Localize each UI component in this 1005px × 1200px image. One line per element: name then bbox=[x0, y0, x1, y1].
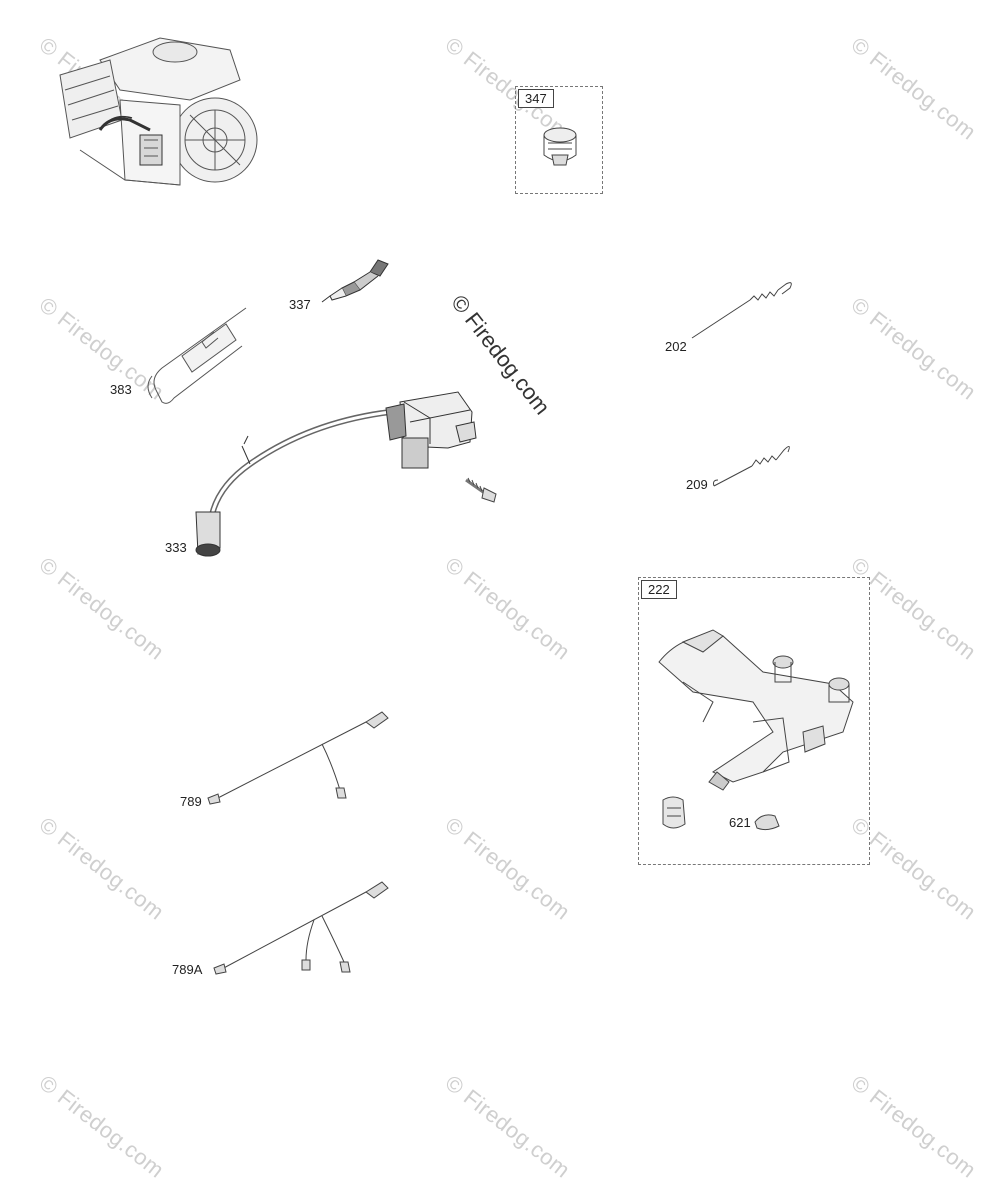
watermark: © Firedog.com bbox=[440, 552, 576, 665]
engine-illustration bbox=[40, 20, 270, 200]
part-number-333: 333 bbox=[165, 540, 187, 555]
part-box-347: 347 bbox=[515, 86, 603, 194]
tube-clip-icon bbox=[142, 306, 252, 406]
watermark: © Firedog.com bbox=[34, 1070, 170, 1183]
watermark: © Firedog.com bbox=[34, 552, 170, 665]
part-number-337: 337 bbox=[289, 297, 311, 312]
spring-icon bbox=[690, 278, 796, 340]
part-number-209: 209 bbox=[686, 477, 708, 492]
watermark: © Firedog.com bbox=[440, 1070, 576, 1183]
part-number-347: 347 bbox=[518, 89, 554, 108]
ignition-coil-icon bbox=[190, 382, 480, 564]
watermark: © Firedog.com bbox=[440, 812, 576, 925]
control-bracket-icon bbox=[653, 622, 865, 802]
part-number-383: 383 bbox=[110, 382, 132, 397]
wire-harness-icon bbox=[206, 708, 396, 804]
clip-icon bbox=[659, 794, 689, 834]
wire-harness-icon bbox=[210, 878, 394, 978]
clip-icon bbox=[753, 812, 781, 832]
part-number-222: 222 bbox=[641, 580, 677, 599]
part-number-202: 202 bbox=[665, 339, 687, 354]
bolt-icon bbox=[464, 476, 500, 504]
watermark: © Firedog.com bbox=[846, 292, 982, 405]
part-box-222: 222 621 bbox=[638, 577, 870, 865]
spring-icon bbox=[712, 436, 794, 488]
part-number-789: 789 bbox=[180, 794, 202, 809]
part-number-789A: 789A bbox=[172, 962, 203, 977]
fuel-cap-icon bbox=[538, 125, 582, 173]
watermark: © Firedog.com bbox=[846, 32, 982, 145]
watermark: © Firedog.com bbox=[34, 812, 170, 925]
part-number-621: 621 bbox=[729, 815, 751, 830]
watermark: © Firedog.com bbox=[846, 1070, 982, 1183]
spark-plug-icon bbox=[318, 258, 394, 308]
